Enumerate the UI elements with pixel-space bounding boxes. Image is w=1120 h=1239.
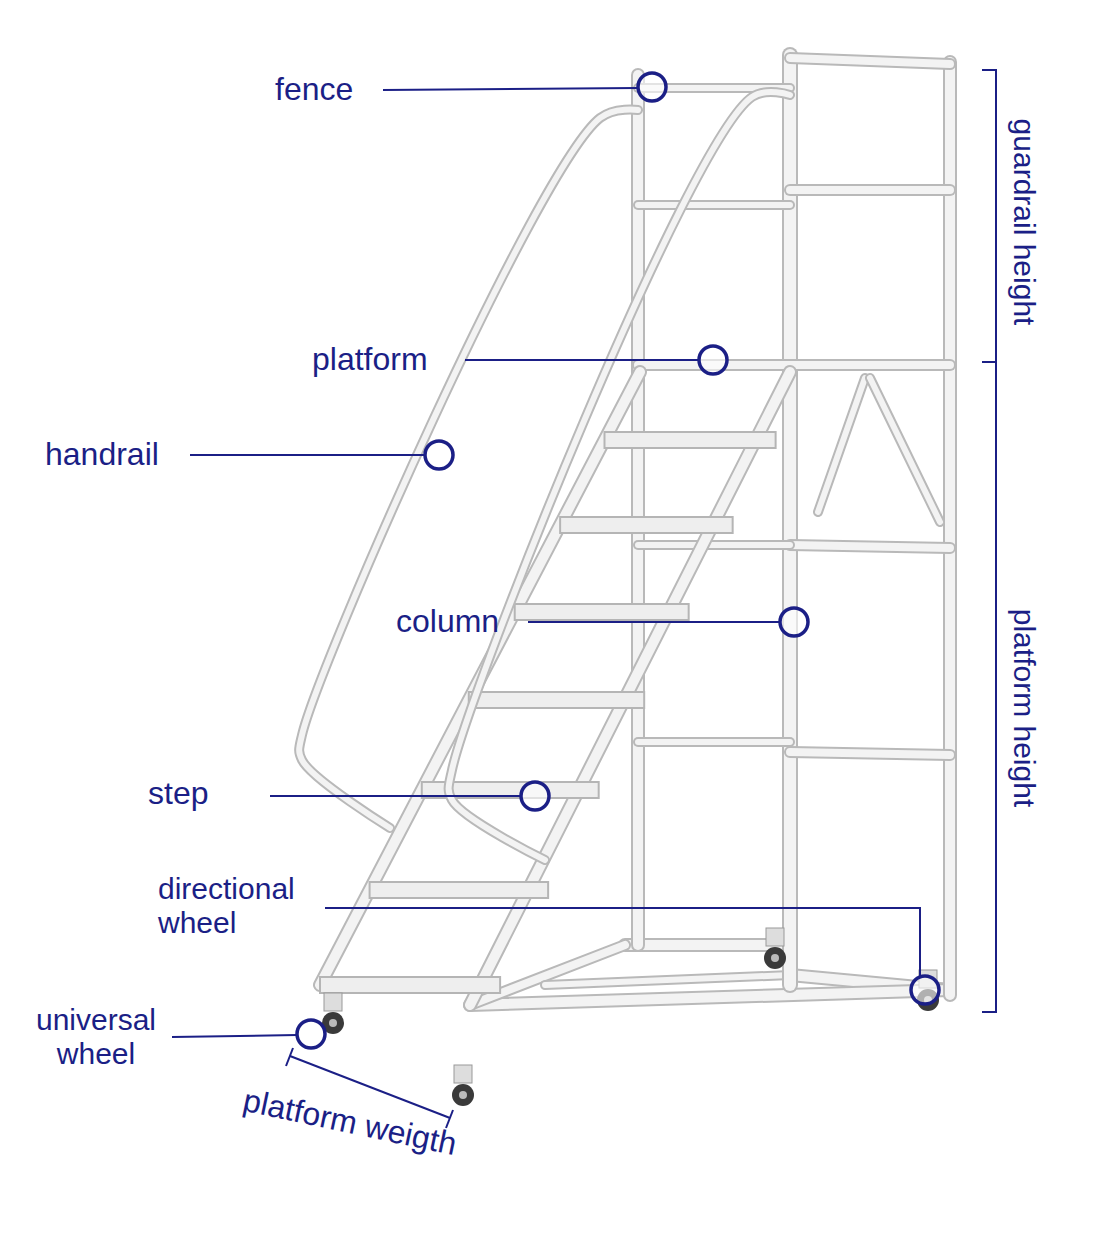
part-label: step xyxy=(148,776,208,810)
leader-line xyxy=(982,70,996,1012)
leader-line xyxy=(528,621,780,623)
tube-outline xyxy=(790,184,950,196)
leader-line xyxy=(982,361,996,363)
part-label: universal wheel xyxy=(22,1003,170,1071)
leader-line xyxy=(190,454,425,456)
wheel-hub xyxy=(329,1019,337,1027)
leader-line xyxy=(383,88,638,90)
callout-marker xyxy=(911,976,939,1004)
tube-outline xyxy=(943,62,957,995)
handrail-tube xyxy=(449,92,790,860)
tube-outline xyxy=(638,540,790,550)
dimension-label: platform weigth xyxy=(240,1083,459,1161)
part-label: fence xyxy=(275,72,353,106)
wheel-hub xyxy=(459,1091,467,1099)
tube xyxy=(470,372,790,1005)
tube xyxy=(790,752,950,755)
ladder-drawing xyxy=(299,55,950,1106)
leader-line xyxy=(325,908,920,976)
callout-marker xyxy=(297,1020,325,1048)
tube-outline xyxy=(790,752,950,755)
tube-outline xyxy=(470,372,790,1005)
callout-marker xyxy=(425,441,453,469)
tube xyxy=(790,186,950,194)
caster-wheel xyxy=(764,947,786,969)
step-plate xyxy=(469,692,644,708)
callout-marker xyxy=(521,782,549,810)
tube xyxy=(790,58,950,64)
leader-line xyxy=(286,1048,293,1066)
tube xyxy=(790,545,950,548)
tube-outline xyxy=(545,975,790,985)
part-label: platform xyxy=(312,342,428,376)
leader-line xyxy=(270,795,521,797)
callout-marker xyxy=(780,608,808,636)
tube xyxy=(638,542,790,548)
step-plate xyxy=(560,517,733,533)
tube xyxy=(638,739,790,745)
step-plate xyxy=(515,604,689,620)
callout-marker xyxy=(638,73,666,101)
part-label: handrail xyxy=(45,437,159,471)
caster-wheel xyxy=(452,1084,474,1106)
tube-outline xyxy=(790,545,950,548)
dimension-label: guardrail height xyxy=(1007,119,1041,326)
callout-marker xyxy=(699,346,727,374)
tube xyxy=(945,62,955,995)
callouts xyxy=(172,70,996,1128)
leader-line xyxy=(172,1035,297,1037)
tube-outline xyxy=(818,378,865,512)
part-label: column xyxy=(396,604,499,638)
tube xyxy=(818,378,865,512)
tube-outline xyxy=(790,58,950,64)
tube xyxy=(625,940,790,950)
tube-outline xyxy=(470,990,950,1005)
step-plate xyxy=(370,882,549,898)
step-plate xyxy=(605,432,776,448)
step-plate xyxy=(320,977,500,993)
tube xyxy=(545,975,790,985)
tube xyxy=(638,202,790,208)
wheel-hub xyxy=(771,954,779,962)
part-label: directional wheel xyxy=(158,872,336,940)
dimension-label: platform height xyxy=(1007,609,1041,807)
tube-outline xyxy=(638,737,790,747)
leader-line xyxy=(465,359,699,361)
tube-outline xyxy=(638,200,790,210)
caster-mount xyxy=(766,928,784,946)
tube xyxy=(870,378,940,522)
caster-mount xyxy=(324,993,342,1011)
handrail-outline xyxy=(449,92,790,860)
caster-mount xyxy=(454,1065,472,1083)
tube xyxy=(470,990,950,1005)
tube-outline xyxy=(625,938,790,952)
tube-outline xyxy=(870,378,940,522)
